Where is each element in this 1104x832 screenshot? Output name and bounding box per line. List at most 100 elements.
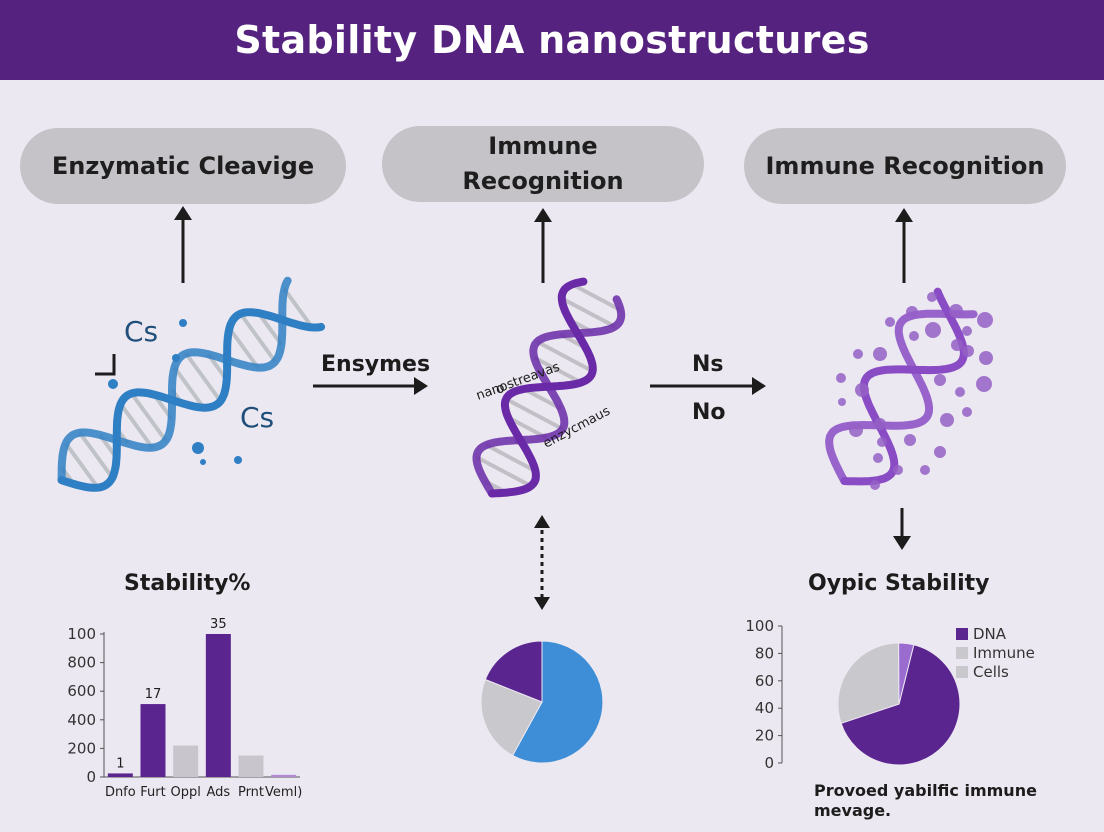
purple-helix-rung [560, 296, 616, 329]
arrow-up-right-head [895, 208, 913, 222]
bar [173, 745, 199, 777]
blue-helix-rung [282, 287, 314, 329]
purple-particle [853, 349, 863, 359]
legend-label-cells: Cells [973, 662, 1009, 681]
purple-particle [962, 407, 972, 417]
blue-helix-rung [256, 311, 283, 346]
purple-particle [977, 312, 993, 328]
arrow-up-left-head [174, 206, 192, 220]
purple-helix-rung [485, 443, 537, 473]
blue-helix-rung [227, 327, 260, 369]
dotted-arrow-bottom-head [534, 597, 550, 610]
purple-particle [920, 465, 930, 475]
title-banner: Stability DNA nanostructures [0, 0, 1104, 80]
arrow-up-middle-head [534, 208, 552, 222]
legend-swatch-immune [956, 646, 968, 659]
blue-helix-rung [238, 312, 277, 363]
purple-particle [940, 413, 954, 427]
blue-helix-rung [78, 431, 114, 479]
right-chart-caption: Provoed yabilfic immune mevage. [814, 781, 1037, 820]
outcome-label-1: Enzymatic Cleavige [51, 151, 315, 180]
bar-y-tick-label: 400 [67, 711, 96, 729]
right-pie-slice [840, 644, 961, 766]
purple-helix-rung [505, 397, 564, 431]
outcome-label-2: Immune Recognition [462, 132, 624, 195]
bar-y-tick-label: 600 [67, 682, 96, 700]
purple-particle [909, 331, 919, 341]
purple-particle [934, 374, 946, 386]
purple-particle [873, 347, 887, 361]
arrow-down-right-head [893, 536, 911, 550]
corner-mark [95, 354, 116, 376]
purple-particle [955, 387, 965, 397]
purple-helix-rung [533, 355, 583, 385]
bar [271, 774, 297, 777]
purple-particle [949, 304, 963, 318]
helix-label-cs-1: Cs [124, 315, 158, 348]
bar [238, 755, 264, 777]
blue-helix-rung [172, 366, 206, 409]
purple-particle [979, 351, 993, 365]
bar [205, 634, 231, 777]
blue-particles [108, 319, 242, 465]
bar-y-tick-label: 200 [67, 739, 96, 757]
right-y-tick-label: 40 [755, 699, 774, 717]
outcome-box-enzymatic-cleavage: Enzymatic Cleavige [20, 128, 346, 204]
outcome-label-3: Immune Recognition [765, 151, 1045, 180]
legend-label-immune: Immune [973, 643, 1035, 662]
right-y-tick-label: 0 [764, 754, 774, 772]
bar-category-label: Prnt [238, 785, 264, 800]
degraded-helix-strand-b [825, 309, 978, 485]
purple-dna-helix [472, 277, 626, 498]
outcome-box-immune-recognition-middle: Immune Recognition [382, 126, 704, 202]
purple-particle [893, 465, 903, 475]
purple-particle [904, 434, 916, 446]
purple-particle [906, 306, 918, 318]
purple-particle [962, 326, 972, 336]
purple-particle [873, 453, 883, 463]
bar [107, 773, 133, 777]
legend-swatch-dna [956, 627, 968, 640]
purple-particle [962, 345, 974, 357]
right-chart-legend: DNA Immune Cells [956, 624, 1035, 681]
blue-helix-rung [64, 442, 100, 489]
purple-helix-rung [522, 387, 562, 411]
right-y-tick-label: 100 [745, 617, 774, 635]
purple-particle [925, 322, 941, 338]
bar-category-label: Furt [140, 785, 165, 800]
purple-helix-strand-a [488, 277, 597, 498]
blue-dna-helix [57, 276, 326, 492]
right-y-tick-label: 20 [755, 727, 774, 745]
bar-category-label: Oppl [170, 785, 200, 800]
blue-helix-rung [184, 352, 223, 403]
bar [140, 704, 166, 777]
blue-helix-strand-b [57, 276, 292, 485]
arrow-label-enzymes: Ensymes [321, 352, 430, 377]
bar-category-label: Ads [206, 785, 230, 800]
bar-y-tick-label: 100 [67, 625, 96, 643]
blue-helix-rung [118, 402, 154, 449]
purple-particle [855, 383, 869, 397]
degraded-dna-helix [825, 287, 978, 486]
purple-particle [951, 339, 963, 351]
arrow-enzymes-head [414, 377, 428, 395]
legend-item-cells: Cells [956, 662, 1035, 681]
right-y-tick-label: 60 [755, 672, 774, 690]
mid-pie-slice [511, 640, 604, 764]
legend-item-dna: DNA [956, 624, 1035, 643]
outcome-box-immune-recognition-right: Immune Recognition [744, 128, 1066, 204]
mid-pie-slice [480, 678, 543, 757]
arrow-label-no: No [692, 400, 726, 425]
purple-helix-rung [571, 282, 622, 312]
page-title: Stability DNA nanostructures [234, 18, 870, 62]
bar-data-label: 1 [116, 756, 124, 771]
blue-helix-rung [129, 392, 168, 442]
bar-category-label: Veml) [265, 785, 302, 800]
purple-particle [838, 398, 846, 406]
dotted-arrow-top-head [534, 515, 550, 528]
mid-pie-slice [484, 640, 543, 703]
purple-particle [836, 373, 846, 383]
bar-data-label: 35 [210, 617, 227, 632]
